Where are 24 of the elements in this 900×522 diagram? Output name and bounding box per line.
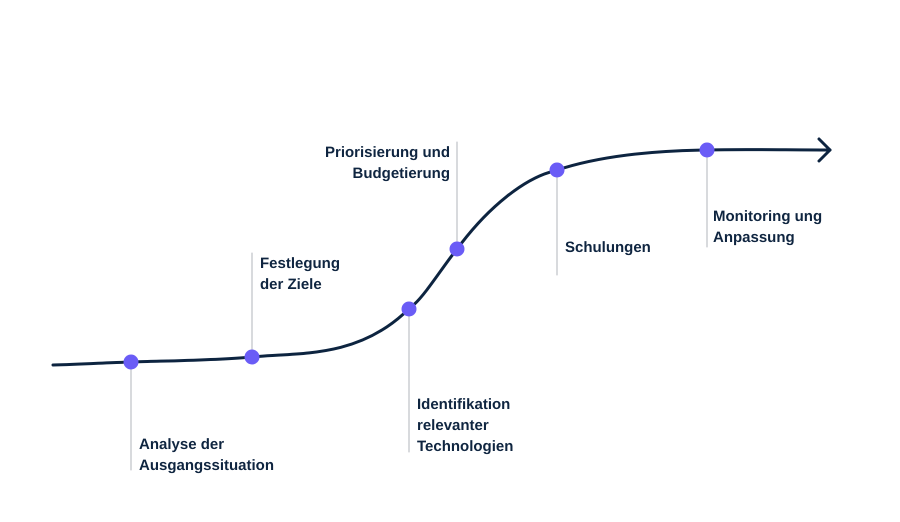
timeline-curve xyxy=(258,312,405,358)
milestone-dot xyxy=(402,302,416,316)
step-label: Priorisierung und Budgetierung xyxy=(310,142,450,184)
timeline-curve xyxy=(460,170,552,245)
leader-line xyxy=(456,142,458,242)
leader-line xyxy=(556,177,558,276)
timeline-curve xyxy=(413,253,454,306)
milestone-dot xyxy=(550,162,564,178)
step-label: Identifikation relevanter Technologien xyxy=(417,394,527,457)
step-label: Schulungen xyxy=(565,237,675,258)
leader-line xyxy=(130,369,132,470)
milestone-dot xyxy=(244,350,260,364)
timeline-curve xyxy=(52,360,125,366)
timeline-curve xyxy=(562,148,701,170)
timeline-arrow xyxy=(713,137,832,162)
leader-line xyxy=(706,157,708,248)
step-label: Festlegung der Ziele xyxy=(260,253,355,295)
milestone-dot xyxy=(700,142,714,158)
leader-line xyxy=(408,316,410,452)
timeline-curve xyxy=(137,356,246,364)
step-label: Analyse der Ausgangssituation xyxy=(139,434,289,476)
milestone-dot xyxy=(124,354,138,370)
step-label: Monitoring ung Anpassung xyxy=(713,206,838,248)
milestone-dot xyxy=(450,242,464,256)
